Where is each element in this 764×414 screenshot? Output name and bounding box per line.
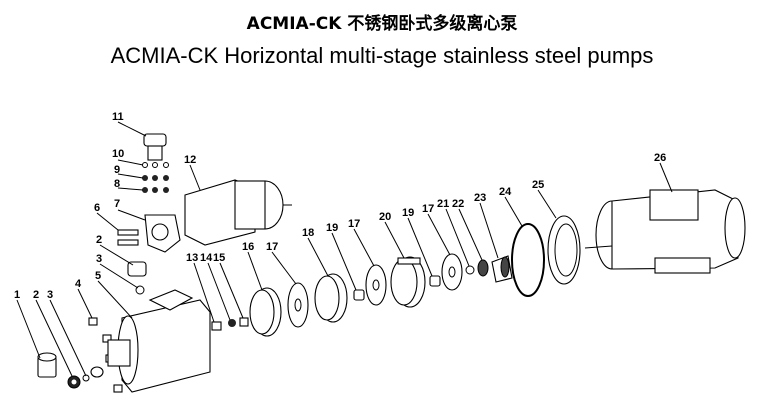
part-label-19b: 19 [402, 207, 414, 219]
part-diffuser-16 [249, 287, 282, 337]
part-label-10: 10 [112, 148, 124, 160]
part-label-6: 6 [94, 202, 100, 214]
part-label-22: 22 [452, 198, 464, 210]
part-label-11: 11 [112, 111, 124, 123]
part-label-17c: 17 [422, 203, 434, 215]
part-label-3: 3 [47, 289, 53, 301]
part-seal-washers [465, 259, 489, 277]
title-english: ACMIA-CK Horizontal multi-stage stainles… [110, 43, 654, 68]
part-inlet-elbow [117, 214, 181, 295]
part-label-14: 14 [200, 252, 213, 264]
part-label-2b: 2 [96, 234, 102, 246]
part-seal-rings [67, 366, 104, 389]
part-label-19a: 19 [326, 222, 338, 234]
part-impeller-17b [365, 264, 387, 306]
part-label-26: 26 [654, 152, 666, 164]
part-control-box [184, 179, 292, 246]
part-spacer-19a [353, 289, 365, 301]
part-impeller-17c [441, 253, 463, 291]
part-label-12: 12 [184, 154, 196, 166]
part-label-15: 15 [213, 252, 225, 264]
part-o-ring [511, 223, 545, 297]
part-mechanical-seal [491, 255, 513, 283]
part-label-3b: 3 [96, 253, 102, 265]
part-label-25: 25 [532, 179, 544, 191]
part-label-16: 16 [242, 241, 254, 253]
part-labels: 1 2 3 4 5 2 3 6 7 8 9 10 11 12 13 14 15 … [14, 111, 666, 301]
part-label-4: 4 [75, 278, 82, 290]
part-flange [547, 215, 581, 285]
part-label-2: 2 [33, 289, 39, 301]
part-label-8: 8 [114, 178, 120, 190]
part-label-7: 7 [114, 198, 120, 210]
title-chinese: ACMIA-CK 不锈钢卧式多级离心泵 [246, 14, 518, 34]
part-label-17a: 17 [266, 241, 278, 253]
leader-lines [16, 121, 673, 377]
part-stage-18 [314, 273, 348, 323]
part-pump-housing [107, 289, 211, 393]
part-nuts-washers [211, 317, 249, 331]
part-vent-valve [143, 133, 167, 161]
part-plugs [142, 162, 169, 193]
part-impeller-17a [287, 282, 309, 328]
part-label-20: 20 [379, 211, 391, 223]
part-label-1: 1 [14, 289, 20, 301]
part-label-17b: 17 [348, 218, 360, 230]
part-diffuser-20 [390, 256, 426, 308]
part-label-5: 5 [95, 270, 101, 282]
part-label-13: 13 [186, 252, 198, 264]
part-label-23: 23 [474, 192, 486, 204]
part-spacer-19b [429, 275, 441, 287]
part-end-cap [37, 352, 57, 378]
part-label-21: 21 [437, 198, 449, 210]
part-label-9: 9 [114, 164, 120, 176]
part-label-24: 24 [499, 186, 512, 198]
part-label-18: 18 [302, 227, 314, 239]
part-motor [584, 189, 746, 274]
